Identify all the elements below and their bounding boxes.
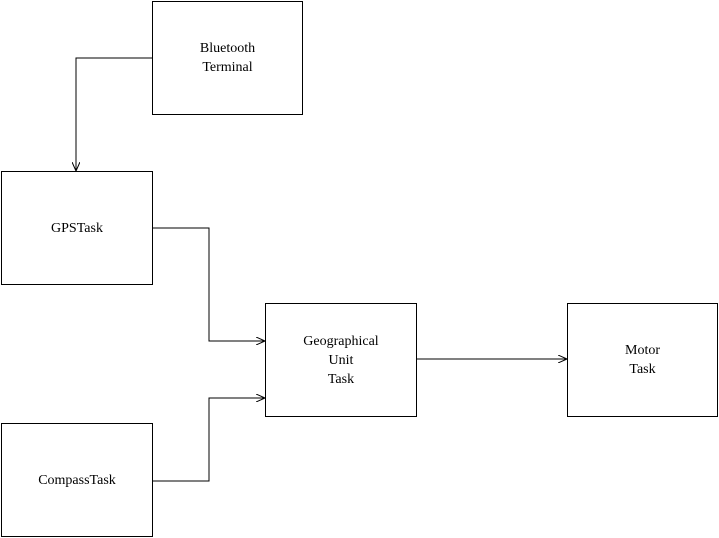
edge-gps-to-geographical <box>152 227 265 341</box>
edge-bluetooth-to-gps <box>76 57 152 171</box>
compass-task-label: CompassTask <box>38 472 116 488</box>
motor-task-box: Motor Task <box>567 303 718 417</box>
gps-task-label: GPSTask <box>51 220 103 236</box>
geographical-unit-task-box: Geographical Unit Task <box>265 303 417 417</box>
bluetooth-terminal-label: Bluetooth Terminal <box>199 41 256 75</box>
gps-task-box: GPSTask <box>1 171 153 285</box>
edge-compass-to-geographical <box>152 398 265 482</box>
geographical-unit-task-label: Geographical Unit Task <box>303 333 379 387</box>
bluetooth-terminal-box: Bluetooth Terminal <box>152 1 303 115</box>
motor-task-label: Motor Task <box>625 343 660 377</box>
compass-task-box: CompassTask <box>1 423 153 537</box>
